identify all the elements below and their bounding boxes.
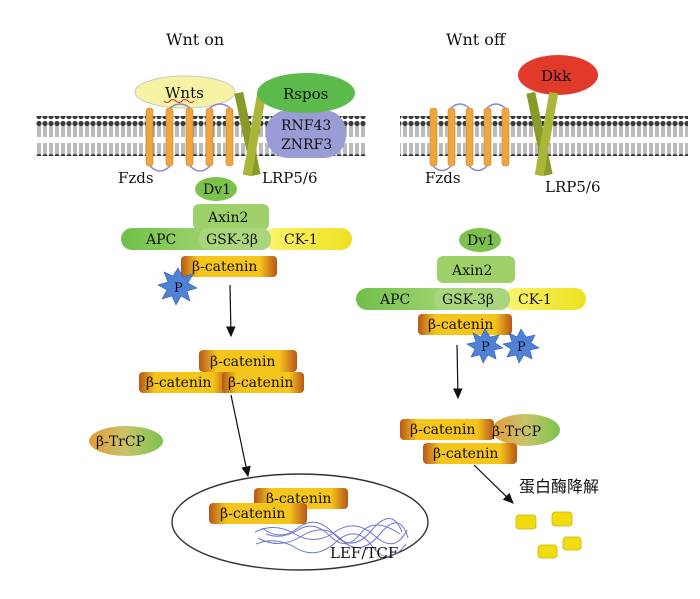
fzds-label-left: Fzds [118,169,154,187]
dna-strands [254,518,409,557]
dv1-label-left: Dv1 [203,182,231,198]
ck1-label-left: CK-1 [284,232,318,248]
wnts-ligand [134,75,236,109]
ck1-label-right: CK-1 [518,292,552,308]
beta-catenin-stack-right [222,372,304,393]
beta-catenin-degrade-top [400,419,494,440]
beta-catenin-degrade-bottom [423,443,517,464]
lrp-receptor-left [234,91,267,177]
phospho-star-right-1 [466,328,504,364]
lrp-label-left: LRP5/6 [262,169,318,187]
axin2-label-left: Axin2 [207,210,248,226]
phospho-label-right-1: P [481,340,490,355]
znrf3-label: ZNRF3 [281,137,332,153]
beta-catenin-complex-left-label: β-catenin [192,259,257,275]
phospho-star-right-2 [502,328,540,364]
dv1-protein-right [459,228,501,252]
dv1-protein-left [195,177,237,201]
beta-catenin-nuclear-bottom [209,503,307,524]
fzd-receptor-right [429,103,510,172]
gsk3b-protein-left [199,228,271,250]
beta-catenin-stack-left-label: β-catenin [146,375,211,391]
arrow-to-nucleus [230,394,251,478]
phospho-label-left: P [174,281,183,296]
panel-title-wnt-off: Wnt off [446,30,507,49]
beta-catenin-complex-right [418,314,512,335]
rspos-ligand [257,73,355,113]
rspos-label: Rspos [283,85,328,103]
beta-trcp-label-left: β-TrCP [96,434,145,450]
wnts-underline [163,99,195,103]
lef-tcf-label: LEF/TCF [330,544,398,562]
phospho-star-left [157,267,198,306]
beta-catenin-stack-top-label: β-catenin [210,354,275,370]
fzd-receptor-left [145,103,234,172]
degraded-fragments [515,511,582,559]
wnts-label: Wnts [165,84,204,102]
fzds-label-right: Fzds [425,169,461,187]
apc-label-left: APC [145,232,176,248]
axin2-protein-right [437,256,515,283]
beta-catenin-stack-right-label: β-catenin [228,375,293,391]
dv1-label-right: Dv1 [467,233,495,249]
apc-protein-left [121,228,221,250]
gsk3b-protein-right [434,288,510,310]
rnf43-label: RNF43 [281,118,331,134]
gsk3b-label-right: GSK-3β [442,292,494,308]
beta-trcp-left [89,426,163,456]
lrp-label-right: LRP5/6 [545,178,601,196]
lrp-receptor-right [526,91,559,177]
dkk-ligand [518,55,598,95]
beta-catenin-degrade-top-label: β-catenin [410,422,475,438]
ck1-protein-left [264,228,352,250]
rnf43-znrf3-complex [266,110,346,158]
beta-catenin-degrade-bottom-label: β-catenin [433,446,498,462]
beta-catenin-stack-left [139,372,229,393]
arrow-to-degradation [473,464,514,504]
gsk3b-label-left: GSK-3β [206,232,258,248]
phospho-label-right-2: P [517,340,526,355]
apc-protein-right [356,288,456,310]
arrow-to-accumulation [226,284,236,338]
axin2-label-right: Axin2 [451,263,492,279]
axin2-protein-left [193,204,269,230]
beta-trcp-right [492,414,560,446]
panel-title-wnt-on: Wnt on [166,30,224,49]
beta-catenin-complex-left [181,256,277,277]
degradation-label: 蛋白酶降解 [519,477,599,496]
apc-label-right: APC [379,292,410,308]
arrow-to-ubiquitination [453,344,463,400]
beta-trcp-label-right: β-TrCP [492,424,541,440]
ck1-protein-right [504,288,586,310]
dkk-label: Dkk [541,67,572,85]
beta-catenin-stack-top [199,350,297,372]
beta-catenin-nuclear-bottom-label: β-catenin [220,506,285,522]
beta-catenin-complex-right-label: β-catenin [428,317,493,333]
